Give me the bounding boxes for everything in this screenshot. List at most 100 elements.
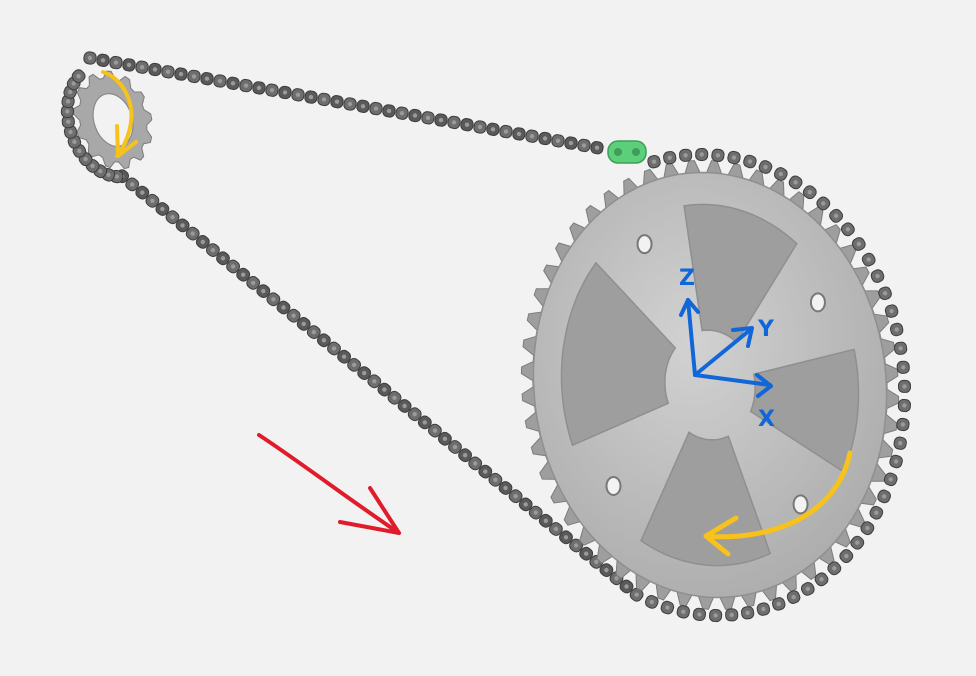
chain-pin bbox=[715, 153, 721, 158]
chain-pin bbox=[68, 89, 73, 95]
chain-pin bbox=[681, 609, 686, 614]
chain-pin bbox=[100, 58, 106, 63]
chain-pin bbox=[503, 129, 509, 134]
chain-pin bbox=[747, 159, 753, 164]
chain-pin bbox=[373, 106, 379, 111]
chain-pin bbox=[713, 613, 718, 618]
chain-pin bbox=[893, 459, 899, 464]
coordinate-axes-icon bbox=[679, 298, 773, 398]
chain-pin bbox=[624, 584, 629, 589]
chain-pin bbox=[513, 494, 518, 499]
chain-pin bbox=[543, 518, 548, 523]
chain-pin bbox=[683, 153, 688, 158]
chain-pin bbox=[493, 477, 498, 482]
chain-pin bbox=[477, 124, 483, 130]
chain-pin bbox=[832, 566, 837, 571]
chain-pin bbox=[261, 288, 266, 294]
chain-pin bbox=[114, 174, 120, 179]
chain-pin bbox=[745, 610, 750, 615]
chainring-bolts bbox=[605, 234, 826, 515]
chainring-rotation-arrow-icon bbox=[703, 450, 853, 557]
chain-pin bbox=[139, 65, 145, 70]
motion-arrow-icon bbox=[257, 433, 401, 535]
chain-pin bbox=[581, 143, 587, 148]
bolt-hole bbox=[636, 234, 653, 255]
cog-rotation-arrow-icon bbox=[101, 70, 138, 158]
chain-pin bbox=[308, 94, 314, 100]
axis-label-y: Y bbox=[757, 317, 775, 342]
chain-pin bbox=[220, 256, 226, 261]
chain-pin bbox=[412, 412, 417, 417]
chain-pin bbox=[462, 453, 468, 458]
chain-pin bbox=[865, 526, 870, 531]
chain-pin bbox=[311, 329, 316, 335]
chain-back bbox=[115, 169, 644, 602]
chain-pin bbox=[165, 69, 171, 75]
chain-pin bbox=[807, 190, 812, 195]
chain-pin bbox=[699, 152, 704, 157]
chain-pin bbox=[894, 327, 899, 332]
chain-pin bbox=[845, 227, 851, 232]
chain-pin bbox=[483, 469, 488, 474]
chain-pin bbox=[819, 577, 824, 582]
axis-labels: Z Y X bbox=[679, 266, 775, 432]
chain-pin bbox=[902, 403, 907, 408]
chain-pin bbox=[281, 305, 286, 310]
chain-pin bbox=[649, 599, 654, 605]
chain-pin bbox=[651, 159, 657, 164]
bolt-hole bbox=[792, 494, 809, 515]
chain-pin bbox=[503, 485, 508, 491]
chain-pin bbox=[805, 586, 810, 592]
chain-pin bbox=[98, 169, 103, 174]
chain-pin bbox=[452, 444, 458, 450]
chain-pin bbox=[399, 111, 405, 116]
chain-pin bbox=[190, 231, 195, 236]
chain-pin bbox=[533, 510, 538, 515]
chain-pin bbox=[402, 403, 407, 409]
chain-pin bbox=[72, 139, 77, 144]
chain-pin bbox=[665, 605, 670, 610]
chain-pin bbox=[490, 127, 496, 132]
chain-pin bbox=[855, 540, 860, 545]
chain-pin bbox=[282, 90, 288, 95]
chain-pin bbox=[821, 201, 826, 206]
chain-pin bbox=[568, 140, 574, 146]
chain-pin bbox=[210, 247, 216, 253]
chain-front bbox=[60, 51, 912, 623]
bolt-hole bbox=[605, 475, 622, 496]
chain-pin bbox=[204, 76, 210, 81]
chain-pin bbox=[761, 606, 766, 612]
chain-pin bbox=[833, 213, 839, 218]
chain-pin bbox=[523, 502, 528, 507]
chain-pin bbox=[251, 280, 256, 286]
chain-pin bbox=[152, 67, 158, 72]
chain-pin bbox=[412, 113, 418, 118]
chain-pin bbox=[66, 119, 71, 124]
chain-pin bbox=[634, 592, 639, 597]
chain-pin bbox=[392, 395, 397, 400]
chain-pin bbox=[160, 206, 165, 212]
chain-pin bbox=[563, 535, 569, 540]
chain-pin bbox=[217, 78, 223, 84]
chain-pin bbox=[594, 559, 599, 565]
chain-pin bbox=[778, 171, 783, 177]
chain-pin bbox=[83, 156, 88, 162]
chain-pin bbox=[65, 99, 71, 104]
chain-pin bbox=[464, 122, 470, 127]
axis-label-z: Z bbox=[679, 266, 695, 291]
chain-pin bbox=[113, 60, 119, 65]
chain-pin bbox=[382, 387, 387, 392]
chain-pin bbox=[902, 384, 907, 389]
chain-pin bbox=[362, 370, 367, 376]
chain-pin bbox=[776, 601, 781, 607]
chain-pin bbox=[729, 612, 734, 618]
chain-pin bbox=[888, 477, 893, 482]
chain-pin bbox=[900, 422, 906, 427]
chain-pin bbox=[126, 62, 132, 68]
chain-pin bbox=[553, 526, 559, 532]
chain-pin bbox=[77, 148, 82, 154]
chain-pin bbox=[256, 85, 262, 91]
chain-pin bbox=[65, 109, 70, 114]
chain-pin bbox=[573, 543, 579, 548]
